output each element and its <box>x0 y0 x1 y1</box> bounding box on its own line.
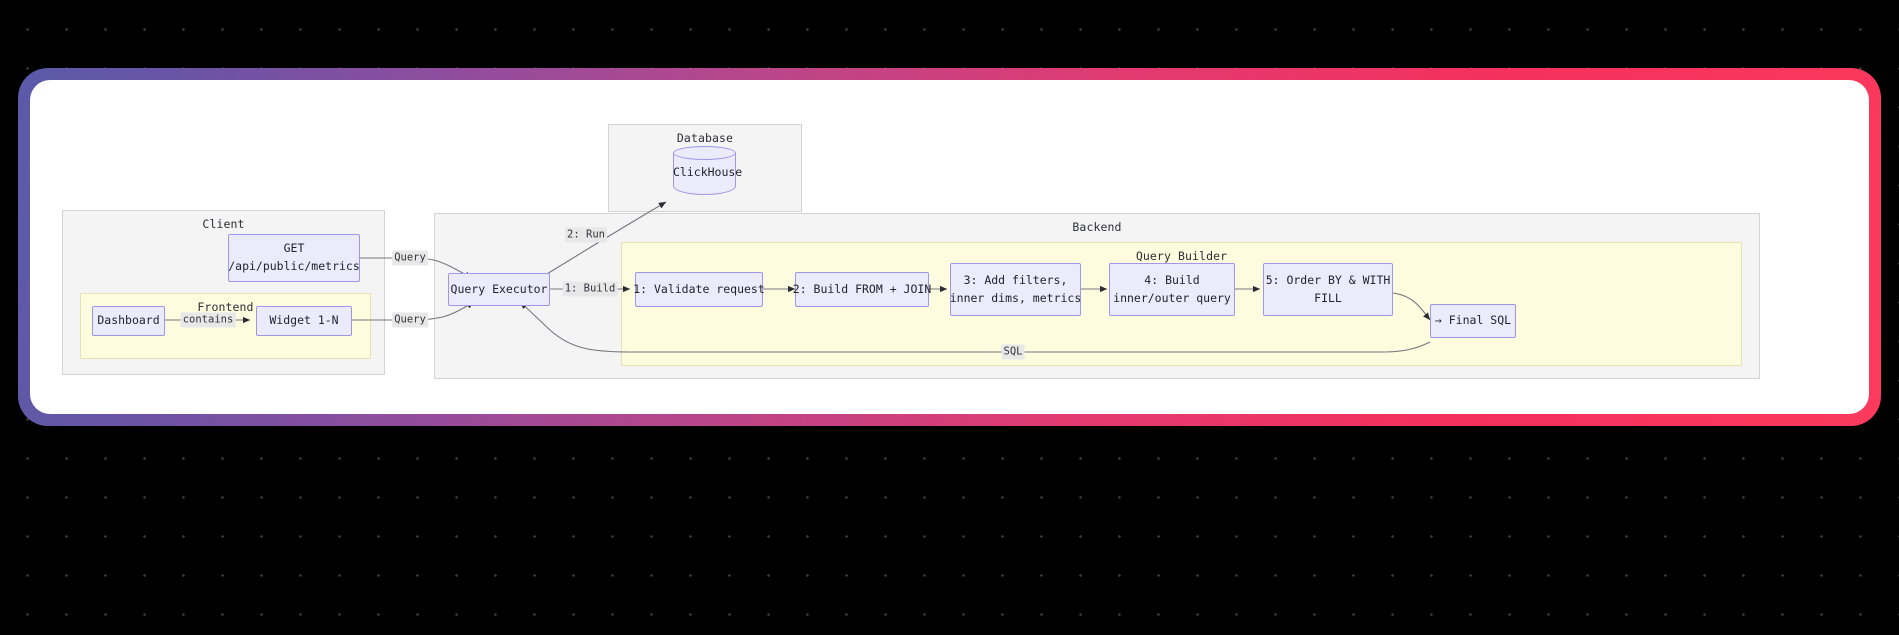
node-api-endpoint-line2: /api/public/metrics <box>228 259 360 273</box>
node-dashboard[interactable]: Dashboard <box>92 306 165 336</box>
diagram-card: Client Frontend Database Backend Query B… <box>30 80 1869 414</box>
node-step-5[interactable]: 5: Order BY & WITH FILL <box>1263 263 1393 316</box>
edge-label-build: 1: Build <box>562 281 618 297</box>
node-step-3-line1: 3: Add filters, <box>963 272 1068 287</box>
flowchart: Client Frontend Database Backend Query B… <box>30 80 1869 414</box>
group-frontend-label: Frontend <box>197 300 254 314</box>
node-step-5-line1: 5: Order BY & WITH <box>1265 272 1391 287</box>
cylinder-body-icon <box>673 153 736 195</box>
cylinder-top-icon <box>673 146 736 160</box>
edge-label-sql: SQL <box>1001 344 1025 360</box>
node-step-4-line2: inner/outer query <box>1113 290 1231 305</box>
node-step-4[interactable]: 4: Build inner/outer query <box>1109 263 1235 316</box>
node-widget[interactable]: Widget 1-N <box>256 306 352 336</box>
group-database-label: Database <box>676 131 734 145</box>
node-api-endpoint-line1: GET <box>283 241 305 256</box>
node-clickhouse[interactable]: ClickHouse <box>673 146 743 201</box>
node-step-2[interactable]: 2: Build FROM + JOIN <box>792 272 932 307</box>
node-step-1-label: 1: Validate request <box>633 281 765 296</box>
node-step-2-label: 2: Build FROM + JOIN <box>792 281 932 296</box>
group-query-builder-label: Query Builder <box>1135 249 1228 263</box>
node-final-sql-label: → Final SQL <box>1434 313 1512 328</box>
node-step-5-line2: FILL <box>1314 290 1342 305</box>
gradient-frame: Client Frontend Database Backend Query B… <box>18 68 1881 426</box>
node-step-3[interactable]: 3: Add filters, inner dims, metrics <box>950 263 1081 316</box>
node-dashboard-label: Dashboard <box>97 313 160 328</box>
edge-label-query-widget: Query <box>392 312 428 328</box>
edge-label-query-api: Query <box>392 250 428 266</box>
group-backend-label: Backend <box>1072 220 1122 234</box>
node-final-sql[interactable]: → Final SQL <box>1430 304 1516 338</box>
node-step-4-line1: 4: Build <box>1144 272 1200 287</box>
node-query-executor-label: Query Executor <box>450 281 548 296</box>
node-api-endpoint[interactable]: GET /api/public/metrics <box>228 234 360 282</box>
node-widget-label: Widget 1-N <box>269 313 339 328</box>
node-query-executor[interactable]: Query Executor <box>448 273 550 306</box>
node-step-3-line2: inner dims, metrics <box>949 290 1082 305</box>
edge-label-run: 2: Run <box>565 227 607 243</box>
group-client-label: Client <box>202 217 245 231</box>
node-clickhouse-label: ClickHouse <box>673 165 743 179</box>
node-step-1[interactable]: 1: Validate request <box>633 272 765 307</box>
edge-label-contains: contains <box>180 312 236 328</box>
